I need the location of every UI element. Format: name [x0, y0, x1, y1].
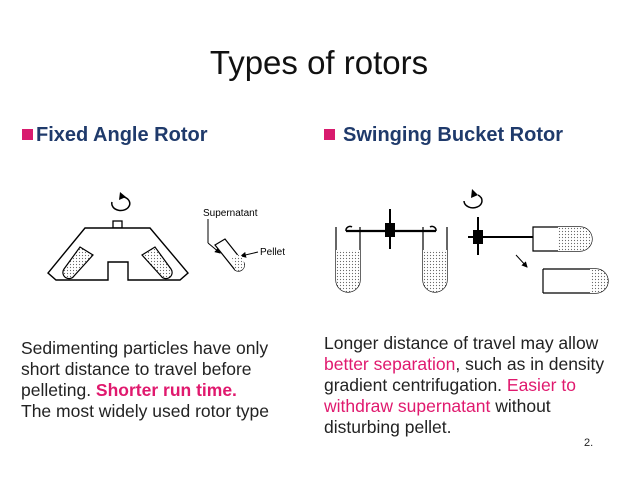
- rotor-hub: [385, 209, 395, 249]
- fixed-angle-heading: Fixed Angle Rotor: [22, 124, 207, 147]
- rotor-tube-left: [62, 246, 94, 280]
- bucket-removed: [542, 268, 609, 294]
- text-line: Longer distance of travel may allow: [324, 333, 599, 353]
- text-line: gradient centrifugation. Easier to: [324, 375, 634, 396]
- slide-title: Types of rotors: [209, 44, 429, 81]
- bucket-swung-out: [532, 226, 593, 252]
- text-span: gradient centrifugation.: [324, 375, 507, 395]
- spinning-rotor-hub: [468, 217, 538, 255]
- bucket-right-at-rest: [422, 227, 448, 293]
- rotation-arrow-icon: [111, 192, 131, 212]
- fixed-angle-rotor-diagram: Supernatant Pellet: [47, 192, 285, 281]
- swinging-bucket-rotor-diagram: [335, 189, 609, 294]
- bullet-square-icon: [22, 129, 33, 140]
- bucket-left-at-rest: [335, 227, 361, 293]
- text-line: pelleting. Shorter run time.: [21, 380, 321, 401]
- highlight-text: better separation: [324, 354, 456, 374]
- text-line: The most widely used rotor type: [21, 401, 270, 421]
- sample-tube-icon: [214, 238, 245, 272]
- text-line: withdraw supernatant without: [324, 396, 634, 417]
- text-span: without: [490, 396, 551, 416]
- pellet-label: Pellet: [260, 247, 285, 258]
- text-line: Sedimenting particles have only: [21, 338, 269, 358]
- swinging-bucket-description: Longer distance of travel may allow bett…: [324, 333, 634, 438]
- rotor-tube-right: [141, 246, 173, 280]
- text-span: pelleting.: [21, 380, 96, 400]
- text-span: , such as in density: [455, 354, 605, 374]
- text-line: disturbing pellet.: [324, 417, 452, 437]
- swinging-bucket-heading: Swinging Bucket Rotor: [324, 124, 563, 147]
- supernatant-label: Supernatant: [203, 208, 258, 219]
- fixed-angle-description: Sedimenting particles have only short di…: [21, 338, 321, 422]
- text-line: short distance to travel before: [21, 359, 252, 379]
- highlight-text: Shorter run time.: [95, 380, 237, 400]
- fixed-angle-heading-text: Fixed Angle Rotor: [36, 124, 208, 146]
- highlight-text: Easier to: [506, 375, 576, 395]
- bullet-square-icon: [324, 129, 335, 140]
- text-line: better separation, such as in density: [324, 354, 634, 375]
- rotation-arrow-icon: [463, 189, 483, 209]
- highlight-text: withdraw supernatant: [324, 396, 491, 416]
- rotor-shaft: [112, 220, 123, 229]
- swinging-bucket-heading-text: Swinging Bucket Rotor: [343, 124, 563, 146]
- page-number: 2.: [584, 437, 594, 449]
